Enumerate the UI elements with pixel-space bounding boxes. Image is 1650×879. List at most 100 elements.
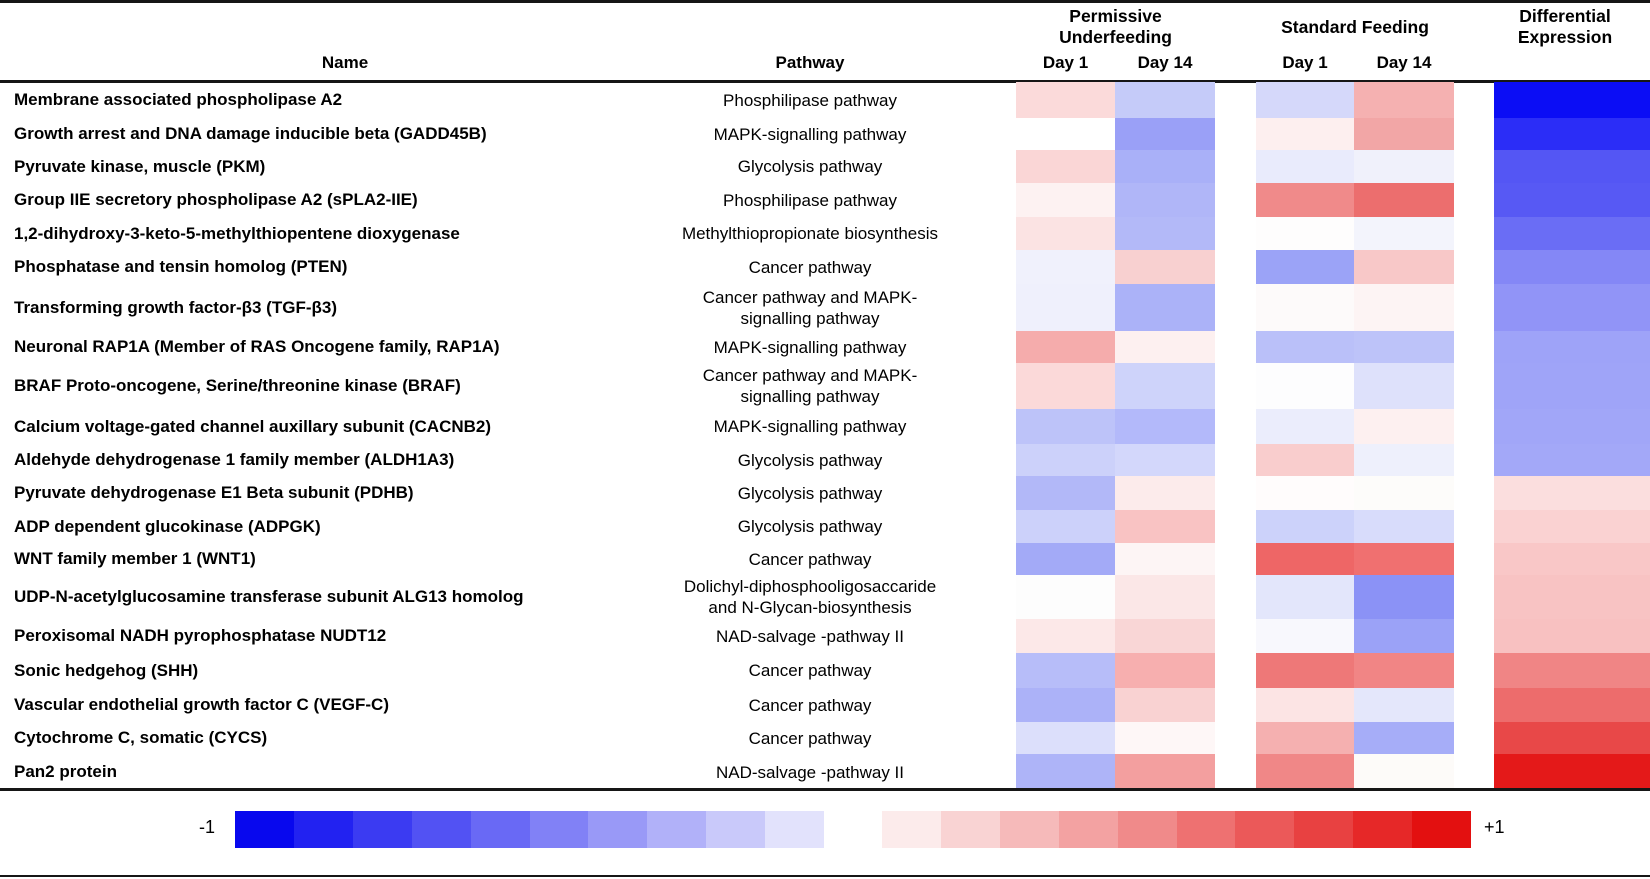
heatmap-cell-pu-day14 bbox=[1115, 363, 1215, 409]
heatmap-cell-pu-day1 bbox=[1016, 183, 1115, 217]
pathway-name: Phosphilipase pathway bbox=[723, 90, 897, 110]
legend-red-gradient-bar bbox=[882, 811, 1472, 848]
gene-name: Pyruvate kinase, muscle (PKM) bbox=[14, 156, 266, 176]
pathway-name: Dolichyl-diphosphooligosaccaride and N-G… bbox=[683, 577, 937, 617]
column-header-name: Name bbox=[321, 53, 369, 72]
heatmap-cell-sf-day1 bbox=[1256, 722, 1354, 754]
table-row: UDP-N-acetylglucosamine transferase subu… bbox=[0, 575, 1650, 619]
group-header-differential-expression: Differential Expression bbox=[1480, 5, 1650, 49]
legend-color-step bbox=[529, 811, 589, 848]
heatmap-cell-pu-day14 bbox=[1115, 619, 1215, 653]
gene-name: UDP-N-acetylglucosamine transferase subu… bbox=[14, 587, 524, 606]
pathway-name: Cancer pathway bbox=[748, 728, 872, 748]
legend-color-step bbox=[588, 811, 648, 848]
group-header-line: Differential bbox=[1519, 6, 1611, 26]
heatmap-cell-differential-expression bbox=[1494, 575, 1650, 619]
legend-color-step bbox=[706, 811, 766, 848]
pathway-name: NAD-salvage -pathway II bbox=[715, 626, 905, 646]
gene-name: Calcium voltage-gated channel auxillary … bbox=[14, 416, 492, 436]
gene-name: Membrane associated phospholipase A2 bbox=[14, 90, 343, 109]
heatmap-cell-sf-day1 bbox=[1256, 250, 1354, 284]
heatmap-cell-pu-day14 bbox=[1115, 183, 1215, 217]
gene-name: Neuronal RAP1A (Member of RAS Oncogene f… bbox=[14, 337, 500, 356]
heatmap-cell-sf-day1 bbox=[1256, 575, 1354, 619]
pathway-name: Cancer pathway bbox=[748, 661, 872, 680]
pathway-name: Cancer pathway and MAPK- signalling path… bbox=[702, 287, 918, 328]
table-row: Calcium voltage-gated channel auxillary … bbox=[0, 409, 1650, 444]
heatmap-cell-differential-expression bbox=[1494, 331, 1650, 363]
heatmap-cell-pu-day1 bbox=[1016, 619, 1115, 653]
heatmap-cell-pu-day14 bbox=[1115, 754, 1215, 790]
heatmap-cell-sf-day14 bbox=[1354, 183, 1454, 217]
heatmap-cell-sf-day1 bbox=[1256, 183, 1354, 217]
group-header-line: Standard Feeding bbox=[1281, 16, 1429, 37]
heatmap-cell-sf-day14 bbox=[1354, 409, 1454, 444]
group-header-standard-feeding: Standard Feeding bbox=[1256, 5, 1454, 49]
legend-color-step bbox=[999, 811, 1059, 848]
heatmap-cell-sf-day1 bbox=[1256, 476, 1354, 510]
heatmap-cell-pu-day14 bbox=[1115, 118, 1215, 150]
legend-color-step bbox=[1176, 811, 1236, 848]
heatmap-cell-pu-day1 bbox=[1016, 409, 1115, 444]
heatmap-cell-pu-day1 bbox=[1016, 150, 1115, 183]
heatmap-cell-differential-expression bbox=[1494, 444, 1650, 476]
heatmap-cell-sf-day1 bbox=[1256, 150, 1354, 183]
gene-name: 1,2-dihydroxy-3-keto-5-methylthiopentene… bbox=[14, 223, 460, 243]
pathway-name: MAPK-signalling pathway bbox=[713, 337, 907, 357]
column-header-pathway: Pathway bbox=[775, 53, 845, 72]
heatmap-cell-differential-expression bbox=[1494, 543, 1650, 575]
legend-color-step bbox=[1294, 811, 1354, 848]
pathway-name: NAD-salvage -pathway II bbox=[715, 762, 905, 782]
table-row: Sonic hedgehog (SHH) Cancer pathway bbox=[0, 653, 1650, 688]
heatmap-cell-pu-day14 bbox=[1115, 476, 1215, 510]
legend-blue-gradient-bar bbox=[235, 811, 825, 848]
heatmap-cell-pu-day1 bbox=[1016, 575, 1115, 619]
heatmap-cell-sf-day14 bbox=[1354, 363, 1454, 409]
table-row: Group IIE secretory phospholipase A2 (sP… bbox=[0, 183, 1650, 217]
heatmap-cell-sf-day14 bbox=[1354, 575, 1454, 619]
heatmap-cell-pu-day14 bbox=[1115, 575, 1215, 619]
gene-name: Growth arrest and DNA damage inducible b… bbox=[14, 124, 487, 143]
gene-name: Pan2 protein bbox=[14, 762, 117, 781]
gene-name: BRAF Proto-oncogene, Serine/threonine ki… bbox=[14, 376, 461, 395]
legend-color-step bbox=[1235, 811, 1295, 848]
heatmap-cell-pu-day14 bbox=[1115, 653, 1215, 688]
heatmap-cell-sf-day1 bbox=[1256, 653, 1354, 688]
heatmap-cell-sf-day1 bbox=[1256, 118, 1354, 150]
pathway-name: Glycolysis pathway bbox=[737, 450, 883, 470]
gene-name: WNT family member 1 (WNT1) bbox=[14, 549, 256, 568]
heatmap-cell-sf-day1 bbox=[1256, 217, 1354, 250]
heatmap-cell-differential-expression bbox=[1494, 476, 1650, 510]
table-row: Transforming growth factor-β3 (TGF-β3) C… bbox=[0, 284, 1650, 331]
figure-bottom-line bbox=[0, 875, 1650, 877]
pathway-name: MAPK-signalling pathway bbox=[713, 417, 907, 436]
column-header-sf-day1: Day 1 bbox=[1282, 53, 1328, 72]
table-row: Aldehyde dehydrogenase 1 family member (… bbox=[0, 444, 1650, 476]
heatmap-cell-pu-day1 bbox=[1016, 82, 1115, 118]
heatmap-cell-sf-day14 bbox=[1354, 688, 1454, 722]
gene-name: Pyruvate dehydrogenase E1 Beta subunit (… bbox=[14, 483, 414, 502]
heatmap-cell-sf-day14 bbox=[1354, 250, 1454, 284]
heatmap-cell-sf-day14 bbox=[1354, 510, 1454, 543]
heatmap-cell-pu-day14 bbox=[1115, 688, 1215, 722]
gene-name: Cytochrome C, somatic (CYCS) bbox=[14, 728, 268, 747]
group-header-line: Expression bbox=[1517, 27, 1613, 47]
heatmap-cell-pu-day14 bbox=[1115, 543, 1215, 575]
heatmap-cell-differential-expression bbox=[1494, 183, 1650, 217]
pathway-name: Phosphilipase pathway bbox=[723, 190, 897, 210]
heatmap-cell-sf-day14 bbox=[1354, 217, 1454, 250]
heatmap-cell-differential-expression bbox=[1494, 619, 1650, 653]
heatmap-cell-sf-day1 bbox=[1256, 284, 1354, 331]
table-row: Growth arrest and DNA damage inducible b… bbox=[0, 118, 1650, 150]
heatmap-cell-pu-day14 bbox=[1115, 284, 1215, 331]
heatmap-cell-pu-day14 bbox=[1115, 250, 1215, 284]
heatmap-cell-differential-expression bbox=[1494, 409, 1650, 444]
heatmap-cell-pu-day1 bbox=[1016, 444, 1115, 476]
table-row: Peroxisomal NADH pyrophosphatase NUDT12 … bbox=[0, 619, 1650, 653]
heatmap-cell-differential-expression bbox=[1494, 722, 1650, 754]
legend-color-step bbox=[1117, 811, 1177, 848]
legend-color-step bbox=[235, 811, 294, 848]
heatmap-cell-sf-day14 bbox=[1354, 82, 1454, 118]
pathway-name: MAPK-signalling pathway bbox=[713, 124, 907, 144]
